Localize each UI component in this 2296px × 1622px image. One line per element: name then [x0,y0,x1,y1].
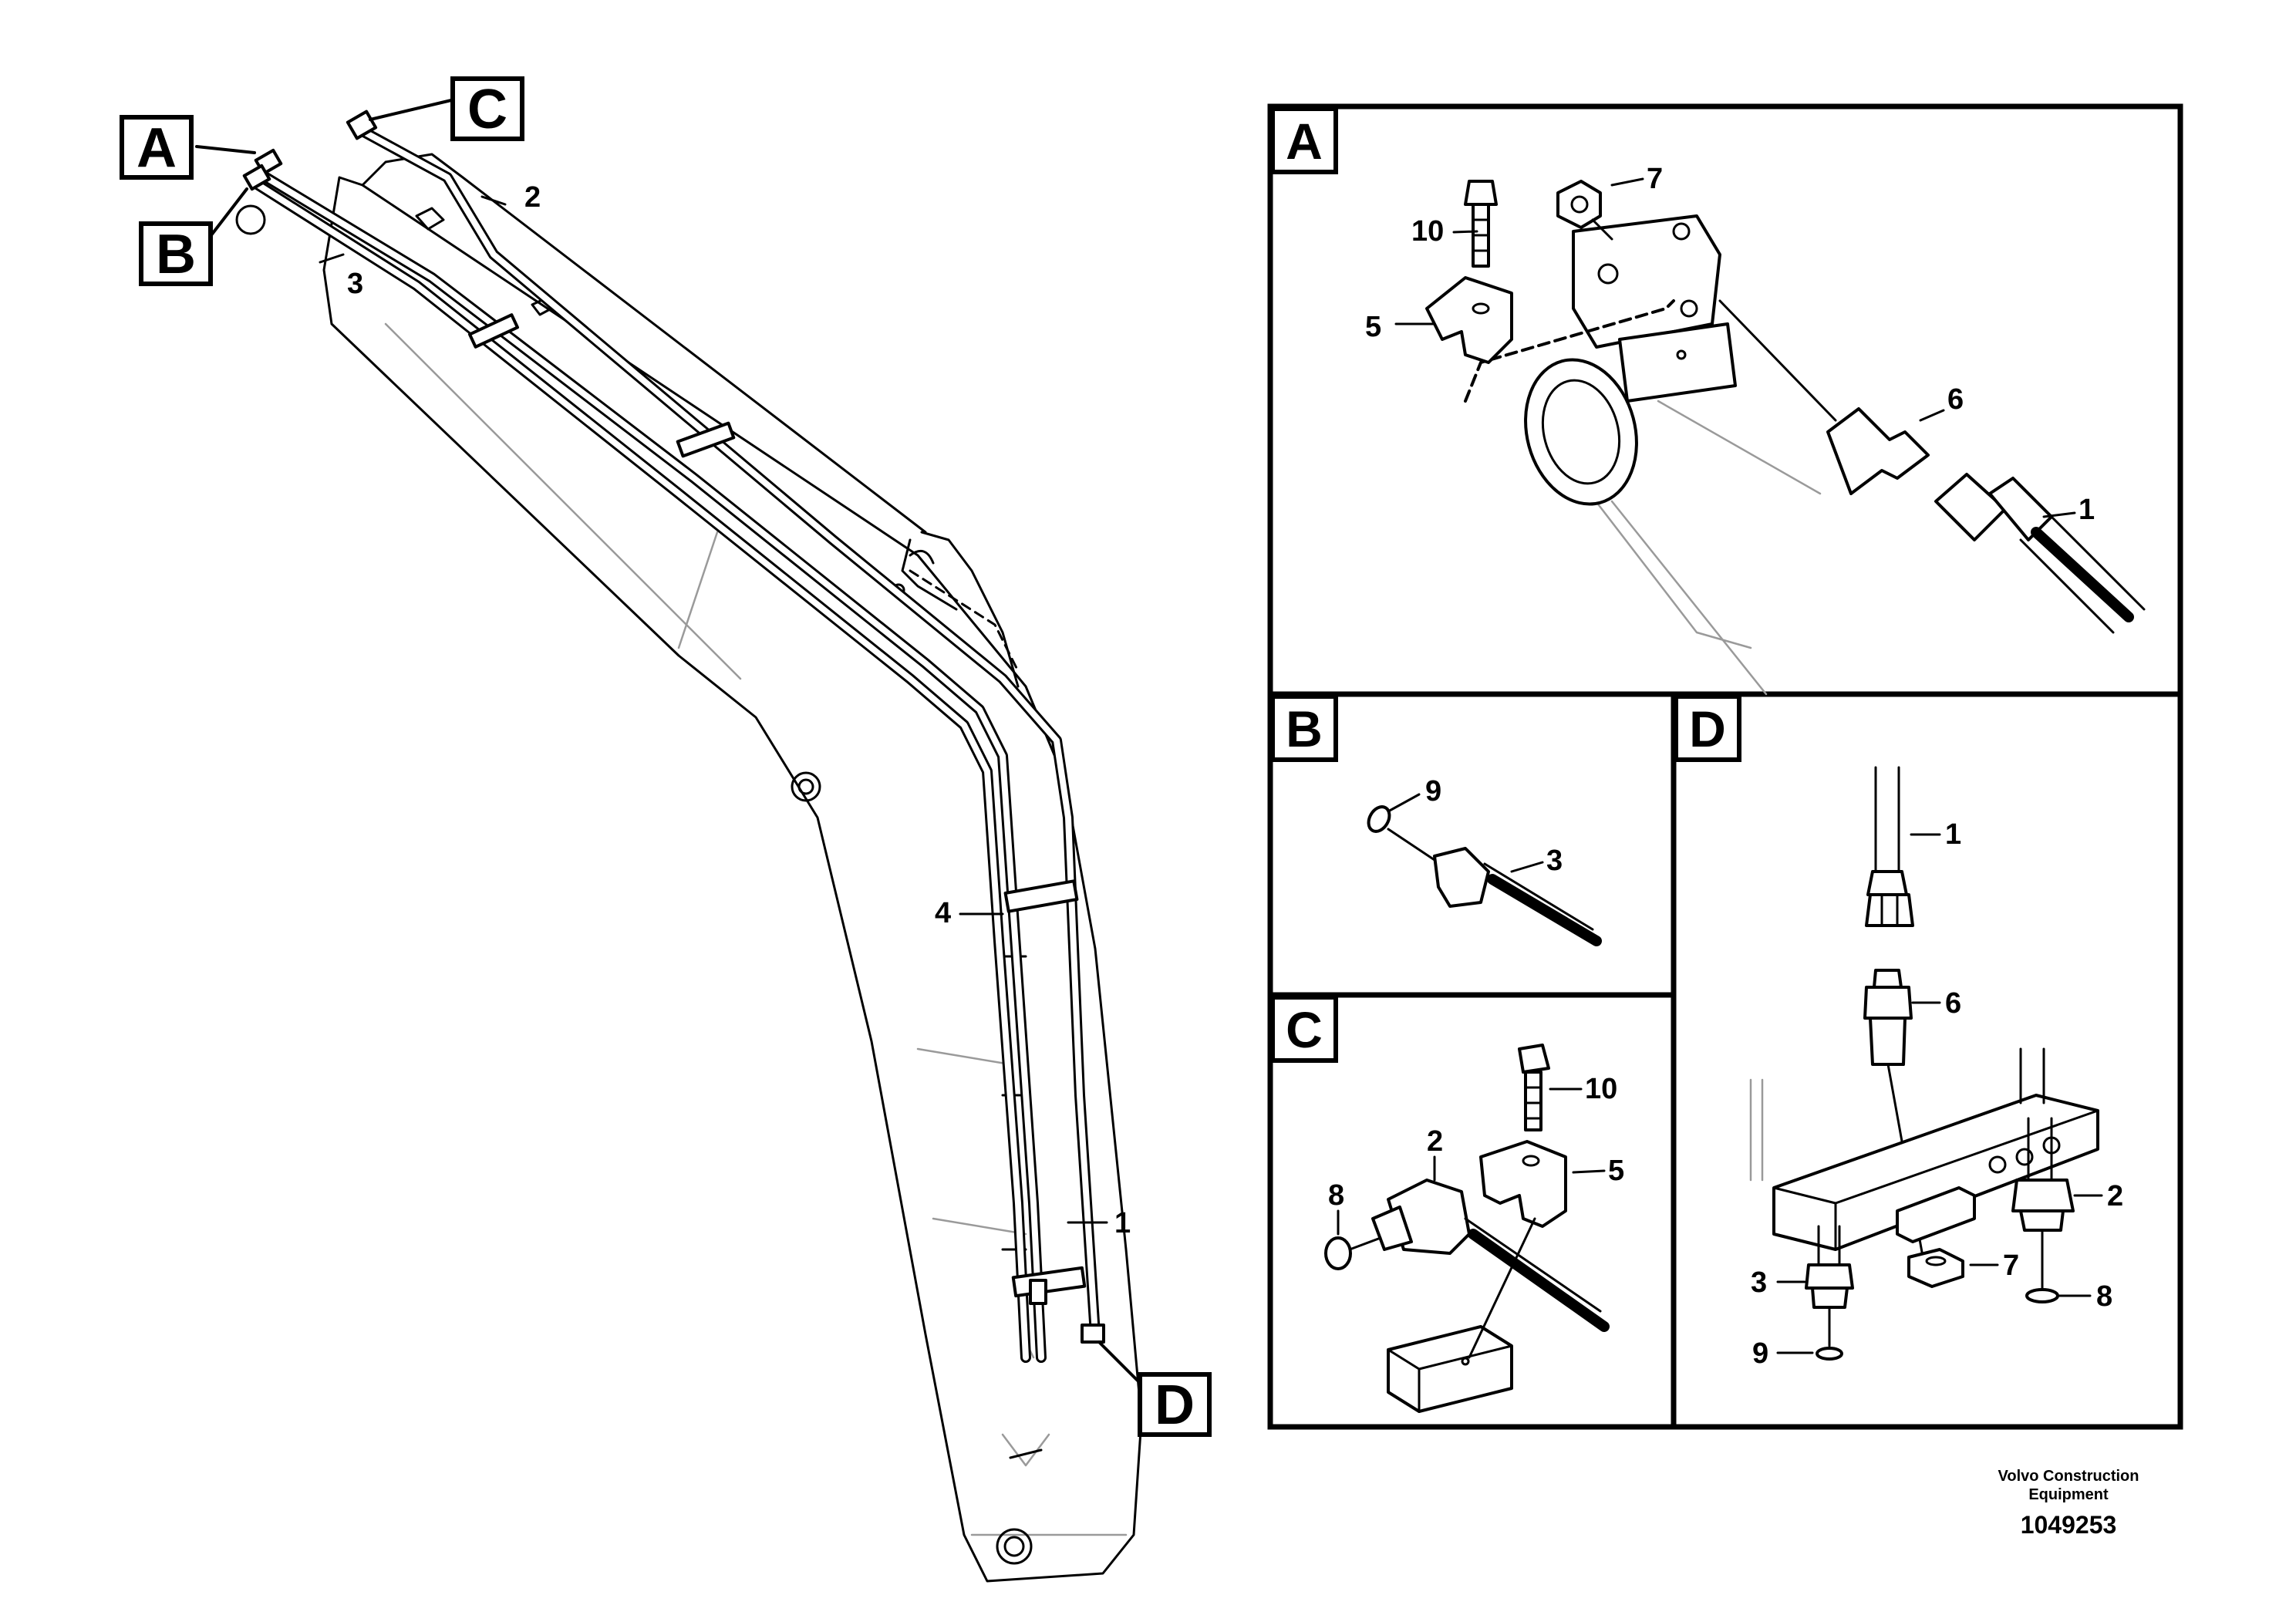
bolt-10-c [1518,1044,1550,1131]
footer-block: Volvo Construction Equipment 1049253 [1998,1468,2139,1539]
nut-7-d [1907,1248,1964,1288]
detail-d-label-7: 7 [2003,1249,2019,1282]
mount-block-c [1387,1217,1536,1413]
callout-c-letter: C [467,79,507,140]
callout-d: D [1138,1372,1212,1437]
detail-c-title: C [1286,1001,1323,1058]
detail-c-label-8: 8 [1328,1179,1344,1212]
fitting-2 [1371,1179,1610,1332]
o-ring-9-d [1816,1347,1843,1361]
callout-a: A [120,115,194,180]
detail-a-label-1: 1 [2079,494,2095,526]
hose-1-d [1865,766,1914,927]
company-name-line1: Volvo Construction [1998,1468,2139,1485]
hose-3-fitting [1433,847,1602,946]
detail-c-label-5: 5 [1608,1155,1624,1187]
ring-bushing [1524,358,1638,506]
detail-d-label-3: 3 [1751,1266,1767,1299]
detail-d-label-9: 9 [1752,1337,1768,1370]
drawing-number: 1049253 [2021,1511,2117,1539]
detail-b-label-3: 3 [1546,845,1563,877]
fitting-2-d [2011,1117,2075,1290]
detail-b: B 9 3 [1270,694,1602,946]
main-label-2: 2 [524,181,541,214]
main-label-4: 4 [935,897,951,929]
detail-a: A [1270,106,2146,696]
detail-d-label-8: 8 [2096,1280,2112,1313]
o-ring-8 [1324,1236,1382,1270]
leader-lines [195,99,1139,1382]
hose-end-1 [1934,473,2146,634]
callout-b-letter: B [156,224,196,285]
callout-c: C [450,76,524,141]
detail-b-title: B [1286,700,1323,757]
hose-3 [253,180,1031,1363]
detail-a-label-10: 10 [1411,215,1444,248]
callout-d-letter: D [1155,1374,1195,1436]
o-ring-8-d [2025,1288,2059,1303]
end-fittings [242,110,1105,1344]
detail-d-label-2: 2 [2107,1180,2123,1212]
adapter-6-d [1863,969,1926,1266]
bolt-10 [1464,180,1498,268]
detail-c: C [1270,995,1624,1413]
detail-c-label-10: 10 [1585,1073,1617,1105]
detail-a-label-5: 5 [1365,311,1381,343]
clamp-5-c [1479,1140,1567,1228]
main-label-1: 1 [1114,1207,1131,1239]
detail-a-label-6: 6 [1947,383,1964,416]
company-name-line2: Equipment [2028,1486,2109,1503]
detail-d-title: D [1689,700,1726,757]
main-boom-view: A B C D 3 2 4 1 [120,76,1212,1583]
detail-a-label-7: 7 [1647,163,1663,195]
clamp-5 [1425,276,1513,364]
callout-b: B [139,221,213,286]
detail-a-title: A [1286,113,1323,170]
nut-7 [1556,180,1613,241]
mounting-plate [1572,214,1737,403]
fitting-3-d [1805,1225,1854,1347]
detail-d-label-6: 6 [1945,987,1961,1020]
detail-c-label-2: 2 [1427,1125,1443,1158]
callout-a-letter: A [137,117,177,179]
detail-d: D [1674,694,2123,1370]
hose-1 [261,172,1047,1363]
detail-d-label-1: 1 [1945,818,1961,851]
detail-b-label-9: 9 [1425,775,1441,808]
adapter-6 [1718,299,1930,495]
bracket-d [1749,1047,2099,1251]
hose-2 [357,126,1101,1340]
main-label-3: 3 [347,268,363,300]
boom-structure [235,153,1143,1583]
